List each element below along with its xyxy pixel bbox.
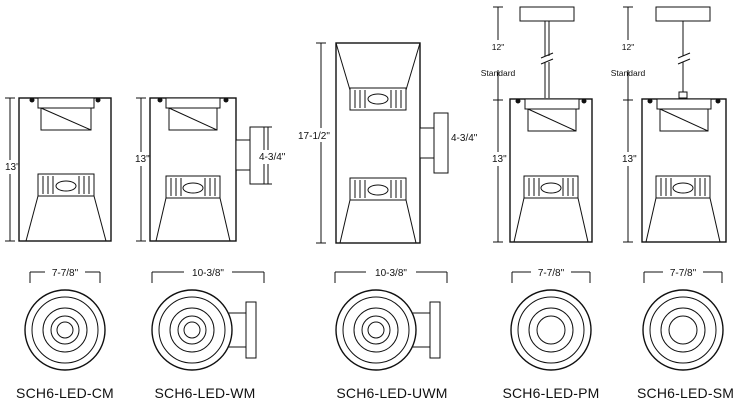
- sm-model-label: SCH6-LED-SM: [637, 385, 733, 401]
- fixture-sm-plan-view: 7-7/8" SCH6-LED-SM: [637, 264, 733, 401]
- fixture-uwm-plan-view: 10-3/8" SCH6-LED-UWM: [334, 264, 448, 401]
- fixture-cm-side-view: 13": [4, 97, 112, 242]
- fixture-pm-plan-view: 7-7/8" SCH6-LED-PM: [502, 264, 599, 401]
- wm-model-label: SCH6-LED-WM: [155, 385, 256, 401]
- pm-stem-sublabel: Standard: [481, 68, 516, 78]
- sm-width-label: 7-7/8": [670, 268, 697, 279]
- fixture-wm-side-view: 13" 4-3/4": [134, 97, 296, 242]
- pm-width-label: 7-7/8": [538, 268, 565, 279]
- fixture-wm-plan-view: 10-3/8" SCH6-LED-WM: [151, 264, 265, 401]
- cm-model-label: SCH6-LED-CM: [16, 385, 114, 401]
- cm-height-label: 13": [5, 162, 20, 173]
- wm-height-label: 13": [135, 154, 150, 165]
- uwm-width-label: 10-3/8": [375, 268, 407, 279]
- pm-stem-label: 12": [492, 42, 504, 52]
- wm-width-label: 10-3/8": [192, 268, 224, 279]
- pm-model-label: SCH6-LED-PM: [502, 385, 599, 401]
- fixture-uwm-side-view: 17-1/2" 4-3/4": [296, 42, 490, 244]
- fixture-cm-plan-view: 7-7/8" SCH6-LED-CM: [16, 264, 114, 401]
- sm-stem-sublabel: Standard: [611, 68, 646, 78]
- wm-arm-label: 4-3/4": [259, 152, 286, 163]
- uwm-model-label: SCH6-LED-UWM: [336, 385, 447, 401]
- pm-height-label: 13": [492, 154, 507, 165]
- uwm-arm-label: 4-3/4": [451, 133, 478, 144]
- uwm-height-label: 17-1/2": [298, 131, 330, 142]
- sm-height-label: 13": [622, 154, 637, 165]
- fixture-sm-side-view: 12" Standard 13": [606, 6, 727, 243]
- fixture-pm-side-view: 12" Standard 13": [476, 6, 593, 243]
- sm-stem-label: 12": [622, 42, 634, 52]
- cm-width-label: 7-7/8": [52, 268, 79, 279]
